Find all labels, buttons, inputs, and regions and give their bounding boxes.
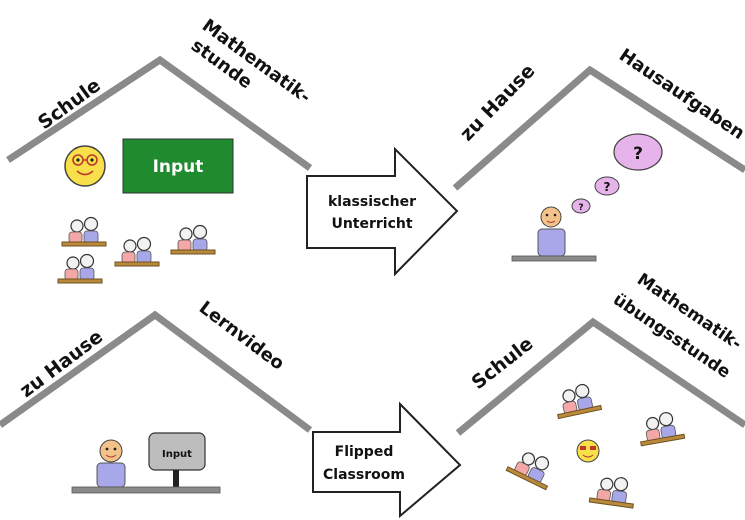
roof-bottom-right [455, 317, 745, 436]
activity-label: Lernvideo [195, 297, 288, 374]
student-pair [57, 253, 103, 284]
thought-bubble-icon: ? ? ? [571, 133, 663, 214]
panel-top-right: zu Hause Hausaufgaben ? ? ? [452, 45, 745, 262]
panel-top-left: Schule Mathematik- stunde Input [6, 15, 315, 284]
arrow-flipped-line1: Flipped [335, 444, 394, 460]
input-board-label: Input [153, 157, 204, 177]
roof-bottom-left [0, 310, 313, 433]
svg-text:?: ? [578, 203, 583, 213]
video-screen-label: Input [162, 449, 192, 460]
place-label: Schule [468, 333, 538, 394]
place-label: zu Hause [456, 60, 540, 146]
teacher-face-icon [64, 145, 106, 187]
student-pair [505, 444, 559, 491]
arrow-flipped: Flipped Classroom [312, 401, 462, 519]
arrow-classic-line2: Unterricht [331, 216, 412, 232]
teacher-face-icon [576, 439, 600, 463]
student-pair [61, 216, 107, 247]
arrow-classic: klassischer Unterricht [306, 146, 459, 277]
place-label: zu Hause [16, 326, 107, 402]
svg-text:?: ? [633, 144, 643, 164]
roof-top-left [6, 55, 313, 171]
student-pair [170, 224, 216, 255]
svg-text:?: ? [604, 180, 611, 194]
students-top-left [57, 216, 216, 284]
panel-bottom-right: Schule Mathematik- übungsstunde [455, 270, 745, 509]
roof-top-right [452, 65, 745, 191]
arrow-flipped-line2: Classroom [323, 467, 405, 483]
arrow-classic-line1: klassischer [328, 194, 416, 210]
panel-bottom-left: zu Hause Lernvideo Input [0, 297, 313, 494]
video-screen-icon: Input [148, 432, 206, 487]
student-with-video: Input [71, 432, 221, 494]
student-pair [588, 473, 638, 509]
input-board: Input [122, 138, 234, 194]
student-pair [114, 236, 160, 267]
student-at-home [511, 206, 597, 262]
student-pair [551, 380, 603, 420]
student-pair [635, 409, 686, 447]
